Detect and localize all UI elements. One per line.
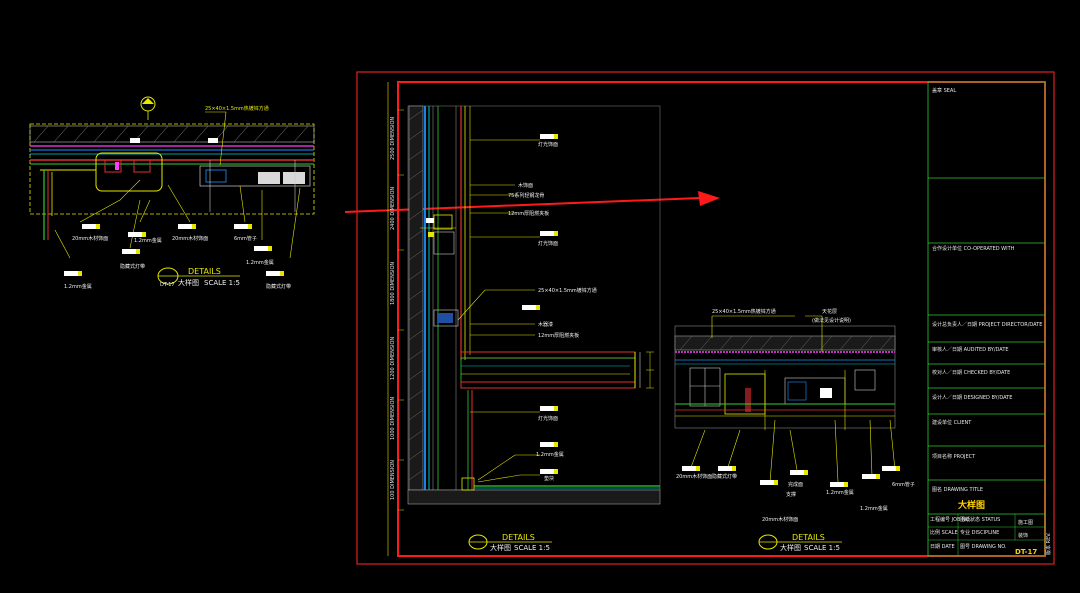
label-stone: 1.2mm金属 — [64, 283, 92, 290]
svg-text:SCALE 1:5: SCALE 1:5 — [514, 544, 550, 552]
label-pipe2: 6mm管子 — [892, 481, 915, 488]
label-light-strip2: 隐藏式灯带 — [266, 283, 291, 290]
tb-revision: 版本 REV. — [1045, 532, 1052, 555]
red-pointer-arrow — [344, 191, 720, 213]
label-metal2: 1.2mm金属 — [246, 259, 274, 266]
svg-text:DETAILS: DETAILS — [188, 267, 221, 276]
tb-drawing-title-value: 大样图 — [958, 499, 985, 511]
label-wood-line: 20mm木材饰面 — [72, 235, 108, 242]
tb-discipline-value: 装饰 — [1018, 532, 1028, 539]
drawing-sheet: 2500 DIMENSION 2400 DIMENSION 1800 DIMEN… — [356, 71, 1055, 565]
label-ceiling-pipe: 25×40×1.5mm热镀锌方通 — [712, 308, 776, 315]
tb-drawing-no-value: DT-17 — [1015, 548, 1037, 556]
svg-text:2400 DIMENSION: 2400 DIMENSION — [390, 187, 396, 230]
tb-discipline: 专业 DISCIPLINE — [960, 529, 999, 536]
label-metal: 1.2mm金属 — [134, 237, 162, 244]
label-note-ceiling: (做法见设计说明) — [812, 317, 851, 324]
tb-job-no: 工程编号 JOB NO. — [930, 516, 971, 523]
label-wood-veneer: 木饰面 — [518, 182, 533, 189]
label-pad: 垫块 — [544, 475, 554, 482]
label-metal5: 1.2mm金属 — [860, 505, 888, 512]
label-pipe: 6mm管子 — [234, 235, 257, 242]
label-light-strip3: 隐藏式灯带 — [712, 473, 737, 480]
label-metal3: 1.2mm金属 — [536, 451, 564, 458]
tb-seal: 盖章 SEAL — [932, 87, 956, 94]
tb-scale: 比例 SCALE — [930, 529, 958, 536]
main-section-drawing: 灯光饰面 木饰面 75系列轻钢龙骨 12mm厚阻燃夹板 灯光饰面 25×40×1… — [407, 105, 661, 552]
main-detail-title: DETAILS 大样图 SCALE 1:5 — [468, 533, 552, 552]
title-block: 盖章 SEAL 合作设计单位 CO-OPERATED WITH 设计总负责人／日… — [927, 81, 1052, 557]
ceiling-detail-drawing: 25×40×1.5mm热镀锌方通 天花层 (做法见设计说明) 20mm木材饰面 … — [674, 308, 915, 552]
svg-text:大样图: 大样图 — [178, 278, 199, 287]
label-lamp3: 灯光饰面 — [538, 415, 558, 422]
label-wood-line3: 20mm木材饰面 — [676, 473, 712, 480]
label-steel-pipe2: 25×40×1.5mm镀锌方通 — [538, 287, 597, 294]
label-lamp2: 灯光饰面 — [538, 240, 558, 247]
label-finish: 完成面 — [788, 481, 803, 488]
tb-date: 日期 DATE — [930, 544, 955, 550]
label-wood-line4: 20mm木材饰面 — [762, 516, 798, 523]
svg-text:1000 DIMENSION: 1000 DIMENSION — [390, 397, 396, 440]
tb-audited: 审核人／日期 AUDITED BY/DATE — [932, 346, 1009, 353]
label-metal4: 1.2mm金属 — [826, 489, 854, 496]
label-support: 支撑 — [786, 491, 796, 498]
svg-text:1800 DIMENSION: 1800 DIMENSION — [390, 262, 396, 305]
label-board2: 12mm厚阻燃夹板 — [538, 332, 579, 339]
tb-designed: 设计人／日期 DESIGNED BY/DATE — [932, 394, 1012, 401]
svg-text:DETAILS: DETAILS — [792, 533, 825, 542]
svg-text:DETAILS: DETAILS — [502, 533, 535, 542]
ceiling-detail-title: DETAILS 大样图 SCALE 1:5 — [758, 533, 842, 552]
svg-text:DT-17: DT-17 — [160, 282, 175, 288]
tb-drawing-no: 图号 DRAWING NO. — [960, 544, 1007, 550]
svg-text:SCALE 1:5: SCALE 1:5 — [204, 279, 240, 287]
label-lamp: 灯光饰面 — [538, 141, 558, 148]
svg-text:2500 DIMENSION: 2500 DIMENSION — [390, 117, 396, 160]
label-ceiling: 天花层 — [822, 308, 837, 315]
label-keel: 75系列轻钢龙骨 — [508, 192, 544, 199]
svg-text:SCALE 1:5: SCALE 1:5 — [804, 544, 840, 552]
svg-text:1200 DIMENSION: 1200 DIMENSION — [390, 337, 396, 380]
label-light-strip: 隐藏式灯带 — [120, 263, 145, 270]
label-steel-pipe: 25×40×1.5mm热镀锌方通 — [205, 105, 269, 112]
label-board: 12mm厚阻燃夹板 — [508, 210, 549, 217]
svg-text:大样图: 大样图 — [490, 543, 511, 552]
left-detail-title: DETAILS 大样图 SCALE 1:5 DT-17 — [157, 267, 240, 288]
svg-text:大样图: 大样图 — [780, 543, 801, 552]
tb-cooperated: 合作设计单位 CO-OPERATED WITH — [932, 245, 1015, 252]
tb-version-text: 施工图 — [1018, 519, 1033, 526]
tb-status: 图纸状态 STATUS — [960, 516, 1000, 523]
label-paint: 木器漆 — [538, 321, 553, 328]
tb-checked: 校对人／日期 CHECKED BY/DATE — [932, 369, 1010, 376]
tb-project: 项目名称 PROJECT — [932, 453, 976, 460]
tb-client: 建设单位 CLIENT — [932, 419, 972, 426]
left-detail-drawing: 25×40×1.5mm热镀锌方通 20mm木材饰面 1.2mm金属 20mm木材… — [29, 96, 315, 290]
svg-text:100 DIMENSION: 100 DIMENSION — [390, 460, 396, 500]
label-wood-line2: 20mm木材饰面 — [172, 235, 208, 242]
tb-drawing-title: 图名 DRAWING TITLE — [932, 486, 983, 493]
tb-project-director: 设计总负责人／日期 PROJECT DIRECTOR/DATE — [932, 321, 1042, 328]
